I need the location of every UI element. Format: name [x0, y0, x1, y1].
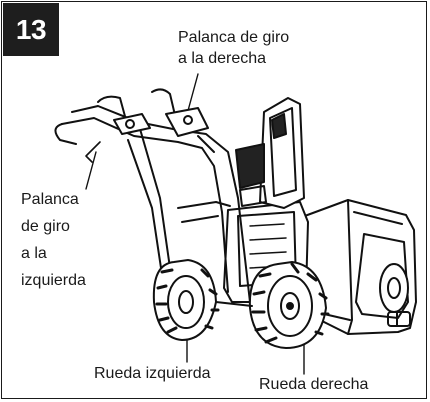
auger-housing	[301, 199, 417, 335]
label-left-wheel: Rueda izquierda	[94, 365, 211, 382]
figure-number-badge: 13	[3, 3, 59, 56]
label-line: a la	[21, 245, 47, 262]
left-wheel	[152, 259, 220, 341]
handlebar-frame	[54, 88, 251, 321]
figure-number: 13	[15, 13, 47, 45]
label-line: izquierda	[21, 272, 86, 289]
label-right-wheel: Rueda derecha	[259, 376, 369, 393]
label-line: Palanca	[21, 191, 79, 208]
snow-blower-illustration	[54, 73, 417, 375]
label-line: a la derecha	[178, 50, 267, 67]
battery-chute	[235, 97, 305, 209]
label-left-turn-lever: Palanca de giro a la izquierda	[21, 186, 86, 294]
chassis-base	[215, 301, 351, 321]
label-right-turn-lever: Palanca de giro a la derecha	[178, 27, 289, 69]
label-line: de giro	[21, 218, 70, 235]
right-wheel	[248, 261, 330, 349]
leader-line-left-lever	[85, 151, 97, 190]
label-line: Palanca de giro	[178, 29, 290, 46]
